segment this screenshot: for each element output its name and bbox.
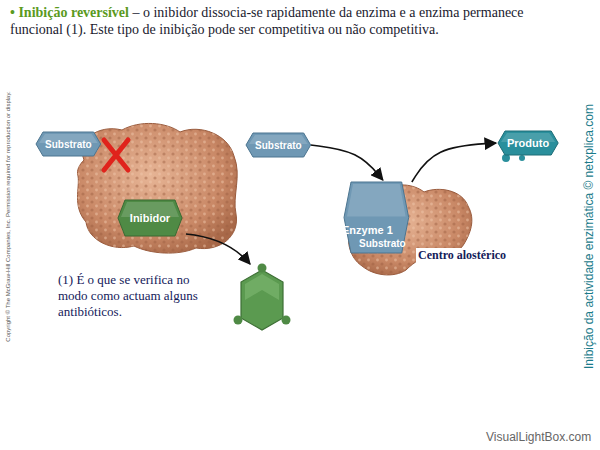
watermark: Inibição da actividade enzimática © netx… [582,86,597,386]
product-box: Produto [498,131,558,155]
release-arrow [186,234,250,264]
substrate-box: Substrato [246,133,311,157]
spacer [129,5,133,20]
copyright-note: Copyright © The McGraw-Hill Companies, I… [4,51,13,381]
substrate-box: Substrato [344,182,409,253]
flow-arrow [311,145,383,180]
blocked-mark [104,140,128,170]
node-label: Substrato [359,186,406,249]
node-label: Substrato [255,140,302,151]
node-label: Inibidor [130,212,170,224]
substrate-box: Substrato [36,132,101,156]
header-text: • Inibição reversível – o inibidor disso… [10,4,570,38]
footnote: (1) É o que se verifica no modo como act… [58,272,208,320]
enzyme-blob [77,123,237,253]
site-label: Centro alostérico [416,248,508,263]
node-label: Produto [507,137,549,149]
flow-arrow [412,143,496,182]
node-label: Substrato [45,139,92,150]
free-inhibitor [234,264,291,331]
title: • Inibição reversível [10,5,129,20]
inhibitor-hexagon: Inibidor [118,200,182,236]
node-label: Enzyme 1 [342,172,462,236]
watermark: VisualLightBox.com [486,430,591,444]
